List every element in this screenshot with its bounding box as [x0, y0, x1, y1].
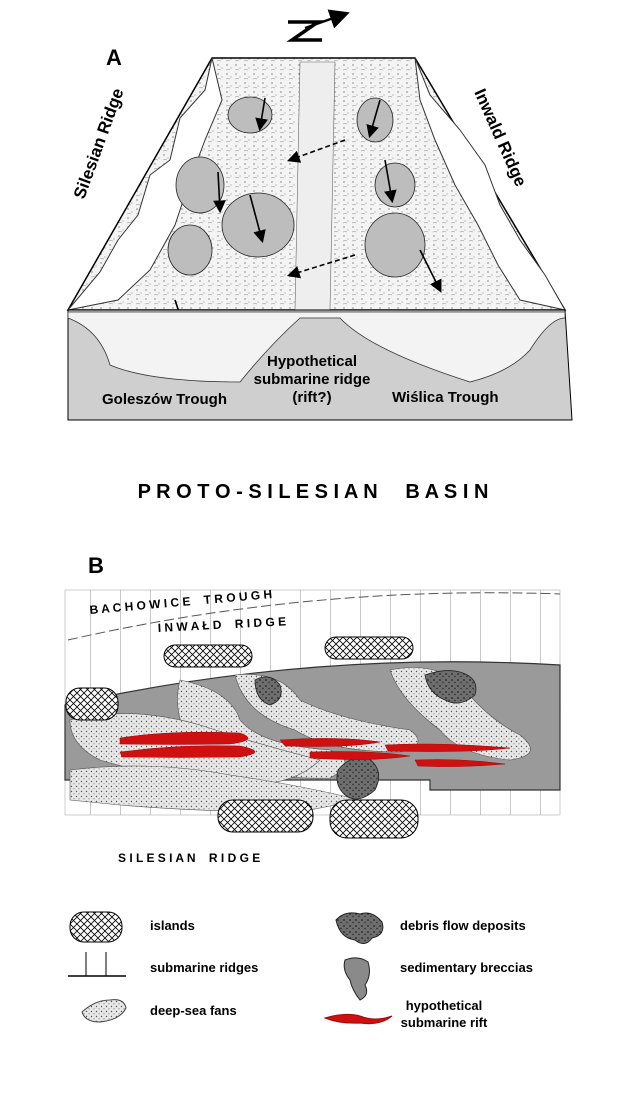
legend-fans-swatch — [82, 1000, 126, 1022]
panel-a-label: A — [106, 45, 122, 70]
center-ridge-line3: (rift?) — [292, 389, 331, 406]
legend-fans-label: deep-sea fans — [150, 1003, 237, 1018]
north-arrow-icon — [288, 14, 345, 40]
legend-rift-label-1: hypothetical — [406, 998, 483, 1013]
legend-debris-label: debris flow deposits — [400, 918, 526, 933]
center-ridge-line1: Hypothetical — [267, 353, 357, 370]
left-trough-label: Goleszów Trough — [102, 391, 227, 408]
legend-ridges-swatch — [68, 952, 126, 976]
legend-debris-swatch — [336, 913, 383, 944]
left-ridge-label: Silesian Ridge — [70, 86, 128, 202]
central-ridge-band — [295, 62, 335, 310]
legend: islands submarine ridges deep-sea fans d… — [68, 912, 533, 1030]
legend-islands-label: islands — [150, 918, 195, 933]
legend-rift-label-2: submarine rift — [401, 1015, 488, 1030]
panel-a: A — [68, 14, 572, 420]
basin-title: P R O T O - S I L E S I A N B A S I N — [138, 481, 489, 503]
legend-rift-swatch — [325, 1014, 392, 1023]
legend-breccias-label: sedimentary breccias — [400, 960, 533, 975]
panel-b: B — [65, 553, 560, 865]
panel-b-label: B — [88, 553, 104, 578]
legend-islands-swatch — [70, 912, 122, 942]
silesian-ridge-label: S I L E S I A N R I D G E — [118, 851, 260, 865]
right-trough-label: Wiślica Trough — [392, 389, 499, 406]
legend-ridges-label: submarine ridges — [150, 960, 258, 975]
legend-breccias-swatch — [344, 958, 369, 1000]
center-ridge-line2: submarine ridge — [254, 371, 371, 388]
